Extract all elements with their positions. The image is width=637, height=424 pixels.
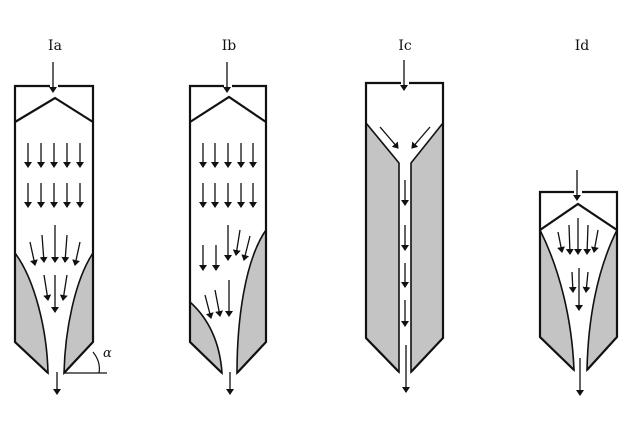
angle-reference-line <box>64 351 107 374</box>
flow-arrow-icon <box>204 294 214 319</box>
flow-arrow-icon <box>565 224 574 255</box>
label-id: Id <box>575 38 590 54</box>
angle-alpha-label: α <box>103 346 112 361</box>
flow-arrow-icon <box>583 224 592 255</box>
silo-wall <box>13 84 95 374</box>
silo-wall <box>364 81 445 373</box>
flow-arrow-icon <box>39 234 48 263</box>
silo-ia: Ia α <box>13 38 112 395</box>
flow-arrow-icon <box>590 229 599 253</box>
flow-arrow-icon <box>59 274 68 301</box>
flow-arrows <box>379 60 431 393</box>
flow-arrow-icon <box>241 235 251 261</box>
flow-arrows <box>24 62 84 395</box>
silo-ib: Ib <box>188 38 268 395</box>
stagnant-zone-left <box>14 250 49 375</box>
flow-arrow-icon <box>29 241 38 266</box>
silo-wall <box>538 190 619 371</box>
stagnant-zone-left <box>189 300 223 376</box>
roof <box>189 95 267 123</box>
flow-arrows <box>557 170 599 396</box>
flow-arrow-icon <box>568 271 577 293</box>
flow-arrow-icon <box>43 274 52 301</box>
stagnant-zone-right <box>410 120 444 375</box>
flow-arrow-icon <box>72 241 81 266</box>
flow-arrow-icon <box>232 229 241 256</box>
silo-id: Id <box>538 38 619 396</box>
stagnant-zone-left <box>539 229 575 372</box>
flow-arrow-icon <box>379 126 399 149</box>
flow-arrow-icon <box>214 289 223 317</box>
stagnant-zone-right <box>586 229 618 373</box>
label-ib: Ib <box>222 38 237 54</box>
flow-arrow-icon <box>411 126 431 149</box>
flow-arrows <box>199 62 257 395</box>
flow-arrow-icon <box>557 231 565 253</box>
label-ic: Ic <box>398 38 412 54</box>
flow-arrow-icon <box>61 234 70 263</box>
stagnant-zone-right <box>236 227 267 376</box>
stagnant-zone-left <box>365 120 400 374</box>
label-ia: Ia <box>48 38 62 54</box>
flow-arrow-icon <box>582 271 591 293</box>
silo-ic: Ic <box>364 38 445 393</box>
silo-wall <box>188 84 268 374</box>
roof <box>539 202 618 231</box>
roof <box>14 96 94 123</box>
stagnant-zone-right <box>63 250 94 376</box>
